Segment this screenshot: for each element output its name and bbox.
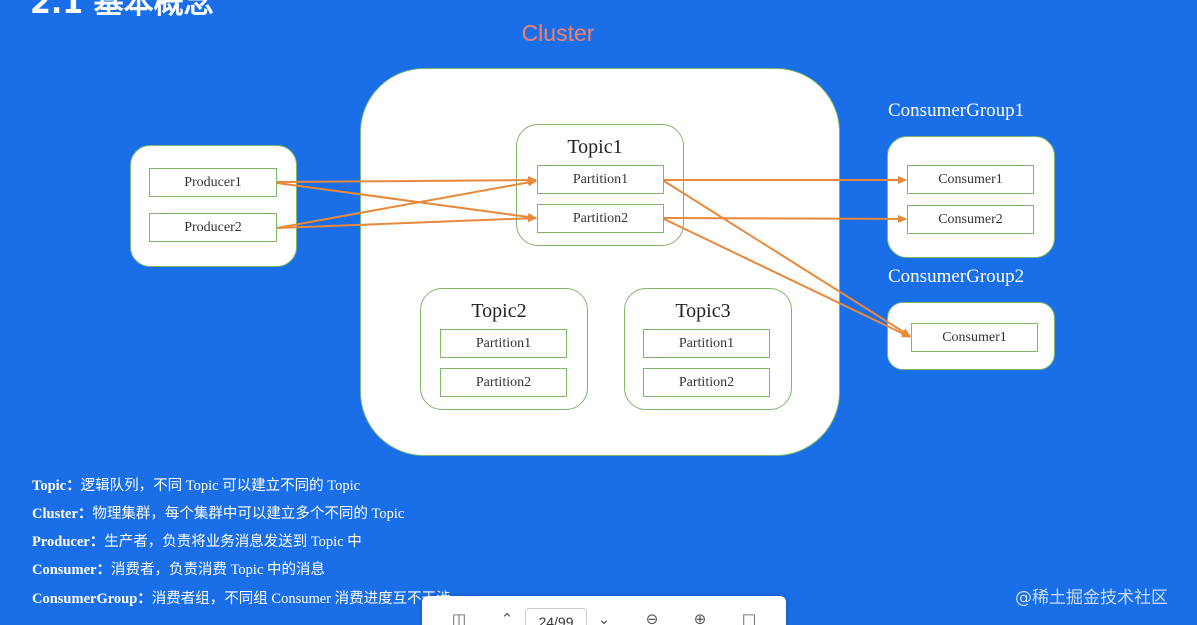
partition-node: Partition1 [440,329,567,358]
arrow-partition2-group2 [663,218,911,338]
cluster-title: Cluster [521,20,595,46]
arrow-partition1-group2 [663,180,911,337]
description-term: Producer： [32,534,105,550]
arrow-partition2-consumer2 [663,214,907,223]
topic-label: Topic3 [675,300,731,322]
description-text: 消费者组，不同组 Consumer 消费进度互不干涉 [151,591,451,607]
producer-panel [130,145,297,267]
partition-node: Partition2 [537,204,664,233]
sidebar-icon[interactable]: ◫ [451,610,467,625]
partition-node: Partition1 [537,165,664,194]
producer-node: Producer1 [149,168,277,197]
description-line: Producer：生产者，负责将业务消息发送到 Topic 中 [32,530,362,551]
consumer-group-label: ConsumerGroup1 [888,100,1025,121]
producer-node: Producer2 [149,213,277,242]
consumer-node: Consumer1 [907,165,1034,194]
partition-node: Partition2 [643,368,770,397]
arrow-producer1-partition2 [276,182,537,221]
description-line: Cluster：物理集群，每个集群中可以建立多个不同的 Topic [32,502,404,523]
topic-label: Topic2 [471,300,527,322]
description-text: 逻辑队列，不同 Topic 可以建立不同的 Topic [80,478,361,494]
partition-node: Partition1 [643,329,770,358]
description-term: Consumer： [32,562,111,578]
slide-heading: 2.1 基本概念 [30,0,214,21]
chevron-up-icon[interactable]: ⌃ [500,610,514,625]
description-text: 生产者，负责将业务消息发送到 Topic 中 [104,534,362,550]
description-line: Consumer：消费者，负责消费 Topic 中的消息 [32,558,325,579]
description-term: Topic： [32,478,81,494]
description-term: ConsumerGroup： [32,591,152,607]
arrow-producer2-partition2 [276,214,537,229]
brand-watermark: @稀土掘金技术社区 [1015,588,1168,608]
viewer-toolbar: ◫ ⌃ ⌄ ⊖ ⊕ □ [422,596,786,625]
description-text: 物理集群，每个集群中可以建立多个不同的 Topic [92,506,405,522]
description-term: Cluster： [32,506,93,522]
arrow-producer2-partition1 [276,178,537,229]
zoom-out-icon[interactable]: ⊖ [645,610,659,625]
description-text: 消费者，负责消费 Topic 中的消息 [110,562,326,578]
arrow-producer1-partition1 [276,176,537,185]
zoom-in-icon[interactable]: ⊕ [693,610,707,625]
description-line: ConsumerGroup：消费者组，不同组 Consumer 消费进度互不干涉 [32,587,451,608]
partition-node: Partition2 [440,368,567,397]
topic-label: Topic1 [567,136,623,158]
consumer-group-label: ConsumerGroup2 [888,266,1025,287]
description-line: Topic：逻辑队列，不同 Topic 可以建立不同的 Topic [32,474,360,495]
page-number-input[interactable] [525,608,587,625]
consumer-node: Consumer1 [911,323,1038,352]
chevron-down-icon[interactable]: ⌄ [597,610,611,625]
consumer-node: Consumer2 [907,205,1034,234]
fullscreen-icon[interactable]: □ [741,610,757,625]
consumer-group-panel [887,136,1055,258]
